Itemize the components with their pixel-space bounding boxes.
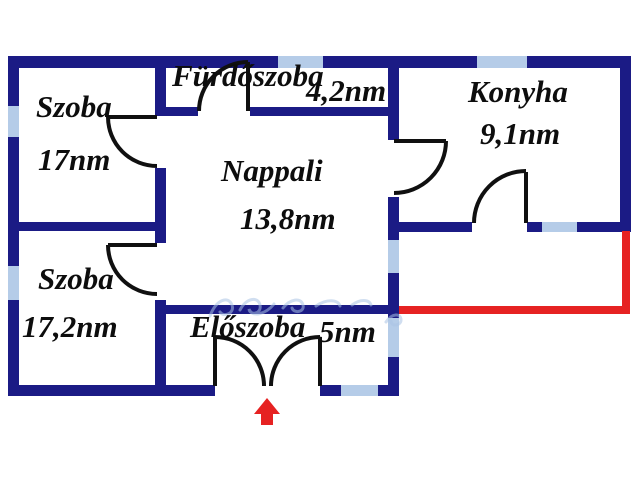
entrance-door-left-arc <box>214 335 266 387</box>
room-label-konyha-name: Konyha <box>468 74 568 109</box>
wall-top <box>8 56 278 68</box>
watermark <box>208 297 403 327</box>
entrance-arrow-stem <box>261 413 273 425</box>
wall-left <box>8 137 19 266</box>
room-label-eloszoba-name: Előszoba <box>190 309 306 344</box>
wall-nappali-eloszoba <box>155 305 399 314</box>
room-label-szoba2-name: Szoba <box>38 261 114 296</box>
terrace-outline-right <box>622 231 630 314</box>
entrance-double-door <box>213 335 322 387</box>
wall-konyha-bottom <box>388 222 472 232</box>
entrance-door-right-arc <box>269 335 321 387</box>
door-szoba1-arc <box>106 116 158 168</box>
door-szoba2 <box>106 243 158 296</box>
entrance-arrow <box>254 398 280 425</box>
wall-top <box>527 56 631 68</box>
door-konyha-terrace-arc <box>472 169 527 224</box>
room-label-furdoszoba-name: Fürdőszoba <box>172 58 324 93</box>
wall-bottom <box>8 385 215 396</box>
window-top-2 <box>477 56 527 68</box>
room-label-szoba2-area: 17,2nm <box>22 309 118 344</box>
wall-furdoszoba-bottom <box>250 107 399 116</box>
wall-szoba-divider <box>8 222 166 231</box>
wall-szoba-nappali <box>155 168 166 243</box>
window-left-2 <box>8 266 19 300</box>
wall-konyha-nappali <box>388 56 399 140</box>
window-nappali-terrace <box>388 240 399 273</box>
wall-bottom <box>320 385 341 396</box>
room-label-nappali-name: Nappali <box>221 153 323 188</box>
entrance-arrow-head <box>254 398 280 414</box>
door-konyha-nappali-arc <box>393 140 448 195</box>
window-top-1 <box>278 56 323 68</box>
door-konyha-nappali <box>393 139 448 195</box>
room-label-eloszoba-area: 5nm <box>319 314 376 349</box>
room-label-szoba1-name: Szoba <box>36 89 112 124</box>
wall-left <box>8 56 19 106</box>
wall-szoba-nappali <box>155 300 166 396</box>
wall-eloszoba-right <box>388 357 399 396</box>
room-label-furdoszoba-area: 4,2nm <box>306 73 387 108</box>
wall-nappali-terrace <box>388 273 399 318</box>
window-konyha-bottom <box>542 222 577 232</box>
room-label-nappali-area: 13,8nm <box>240 201 336 236</box>
room-label-konyha-area: 9,1nm <box>480 116 561 151</box>
door-furdoszoba <box>197 60 250 112</box>
wall-konyha-bottom <box>527 222 542 232</box>
window-bottom <box>341 385 378 396</box>
wall-left <box>8 300 19 396</box>
room-label-szoba1-area: 17nm <box>38 142 111 177</box>
window-left-1 <box>8 106 19 137</box>
wall-top <box>323 56 477 68</box>
door-furdoszoba-arc <box>197 60 249 112</box>
terrace-outline-bottom <box>399 306 630 314</box>
wall-konyha-bottom <box>577 222 631 232</box>
wall-konyha-nappali <box>388 197 399 240</box>
wall-furdoszoba-bottom <box>155 107 198 116</box>
wall-right <box>620 56 631 231</box>
door-szoba1 <box>106 115 158 168</box>
door-konyha-terrace <box>472 169 528 224</box>
wall-szoba-nappali <box>155 56 166 116</box>
window-eloszoba-right <box>388 318 399 357</box>
door-szoba2-arc <box>106 244 158 296</box>
